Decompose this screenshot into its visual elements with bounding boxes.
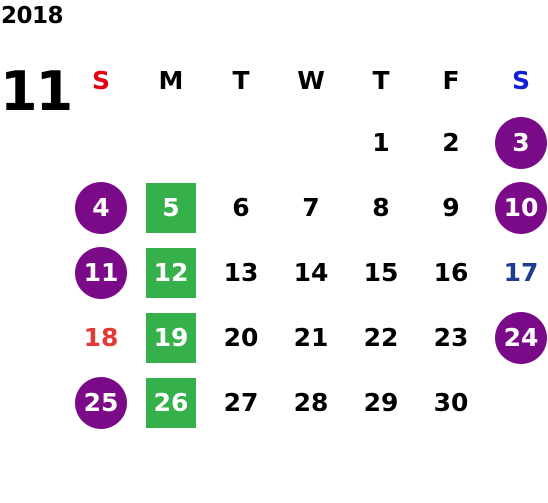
weekday-thursday: T [372,65,390,95]
day-number: 20 [223,323,259,352]
day-cell[interactable]: 7 [276,175,346,240]
day-cell[interactable]: 24 [486,305,548,370]
weekday-tuesday: T [232,65,250,95]
day-cell[interactable]: 26 [136,370,206,435]
day-number: 13 [223,258,259,287]
day-number: 9 [442,193,460,222]
day-cell[interactable]: 30 [416,370,486,435]
day-number: 6 [232,193,250,222]
day-number: 21 [293,323,329,352]
day-cell[interactable]: 28 [276,370,346,435]
calendar-year: 2018 [1,3,64,29]
day-cell [66,110,136,175]
day-cell[interactable]: 8 [346,175,416,240]
weekday-header-row: S M T W T F S [66,50,548,110]
holiday-day-marker: 4 [75,181,127,234]
day-number: 27 [223,388,259,417]
day-number: 14 [293,258,329,287]
day-cell[interactable]: 12 [136,240,206,305]
week-row: 11 12 13 14 15 16 17 [66,240,548,305]
day-number: 15 [363,258,399,287]
day-cell[interactable]: 25 [66,370,136,435]
day-cell[interactable]: 23 [416,305,486,370]
day-cell[interactable]: 11 [66,240,136,305]
highlighted-day-marker: 12 [146,247,196,298]
day-cell[interactable]: 13 [206,240,276,305]
day-cell[interactable]: 14 [276,240,346,305]
holiday-day-marker: 11 [75,246,127,299]
week-row: 1 2 3 [66,110,548,175]
day-cell[interactable]: 10 [486,175,548,240]
week-row: 25 26 27 28 29 30 [66,370,548,435]
day-cell[interactable]: 1 [346,110,416,175]
day-cell [206,110,276,175]
day-number: 22 [363,323,399,352]
day-cell[interactable]: 5 [136,175,206,240]
day-number: 17 [503,258,539,287]
week-row: 18 19 20 21 22 23 24 [66,305,548,370]
day-number: 7 [302,193,320,222]
day-cell[interactable]: 6 [206,175,276,240]
day-cell[interactable]: 15 [346,240,416,305]
weekday-friday: F [442,65,460,95]
calendar-month: 11 [0,60,73,123]
day-number: 29 [363,388,399,417]
day-number: 18 [83,323,119,352]
holiday-day-marker: 24 [495,311,547,364]
day-cell [276,110,346,175]
highlighted-day-marker: 26 [146,377,196,428]
day-cell [136,110,206,175]
day-cell[interactable]: 22 [346,305,416,370]
day-cell[interactable]: 20 [206,305,276,370]
weekday-saturday: S [511,65,530,95]
highlighted-day-marker: 5 [146,182,196,233]
holiday-day-marker: 10 [495,181,547,234]
day-cell[interactable]: 9 [416,175,486,240]
day-cell[interactable]: 19 [136,305,206,370]
day-number: 16 [433,258,469,287]
day-cell[interactable]: 16 [416,240,486,305]
day-number: 8 [372,193,390,222]
weekday-sunday: S [91,65,110,95]
weekday-wednesday: W [297,65,325,95]
weekday-monday: M [158,65,184,95]
day-cell[interactable]: 2 [416,110,486,175]
day-number: 1 [372,128,390,157]
day-cell [486,370,548,435]
day-cell[interactable]: 3 [486,110,548,175]
day-cell[interactable]: 18 [66,305,136,370]
day-cell[interactable]: 29 [346,370,416,435]
day-number: 30 [433,388,469,417]
day-number: 2 [442,128,460,157]
day-cell[interactable]: 21 [276,305,346,370]
day-cell[interactable]: 27 [206,370,276,435]
day-number: 23 [433,323,469,352]
day-number: 28 [293,388,329,417]
highlighted-day-marker: 19 [146,312,196,363]
day-cell[interactable]: 17 [486,240,548,305]
day-cell[interactable]: 4 [66,175,136,240]
holiday-day-marker: 3 [495,116,547,169]
holiday-day-marker: 25 [75,376,127,429]
